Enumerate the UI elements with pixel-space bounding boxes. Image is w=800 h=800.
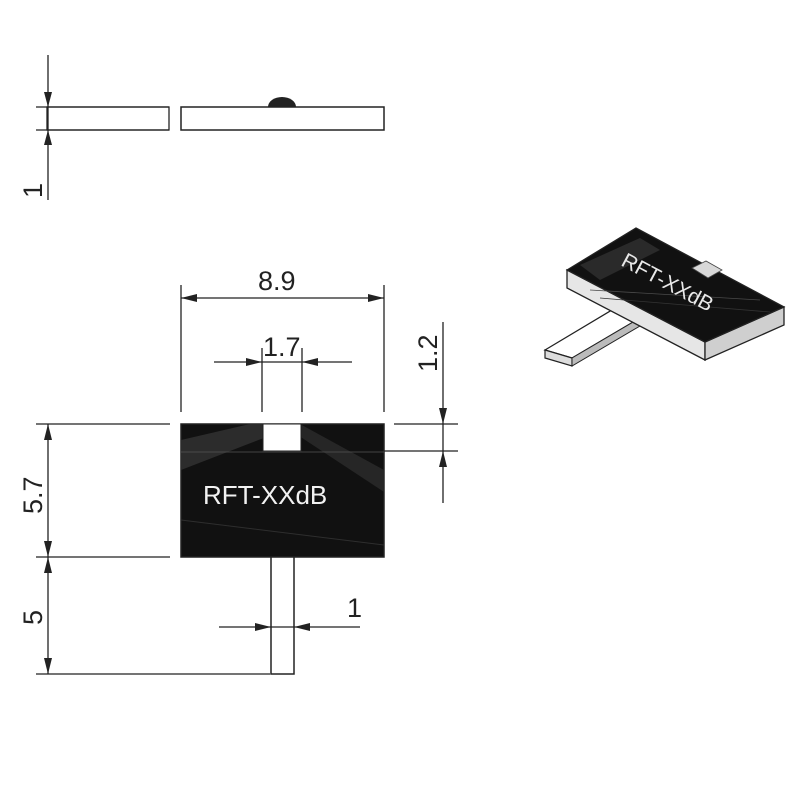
front-view: 8.9 1.7 1.2 5.7 (18, 266, 458, 675)
chip-marking: RFT-XXdB (203, 480, 327, 510)
dim-thickness-label: 1 (18, 183, 48, 198)
dim-lead-width-label: 1 (347, 593, 362, 623)
dim-slot-depth-label: 1.2 (413, 334, 443, 372)
dim-lead-length-label: 5 (18, 610, 48, 625)
dim-slot-width: 1.7 (214, 332, 352, 412)
dim-slot-depth: 1.2 (384, 322, 458, 503)
dim-body-height-label: 5.7 (18, 476, 48, 514)
dim-width: 8.9 (180, 266, 385, 412)
dim-slot-width-label: 1.7 (263, 332, 301, 362)
iso-slot (691, 260, 723, 279)
side-view-lead (46, 106, 170, 131)
side-view: 1 (18, 55, 385, 200)
front-view-slot (262, 423, 302, 452)
dim-body-height: 5.7 (18, 423, 170, 558)
front-view-chip: RFT-XXdB (180, 423, 385, 558)
isometric-view: RFT-XXdB (543, 227, 786, 367)
side-view-body (180, 106, 385, 131)
dim-lead-width: 1 (219, 593, 362, 631)
front-view-lead (270, 556, 295, 675)
dim-lead-length: 5 (18, 557, 270, 675)
dim-width-label: 8.9 (258, 266, 296, 296)
side-view-bump (268, 97, 296, 107)
